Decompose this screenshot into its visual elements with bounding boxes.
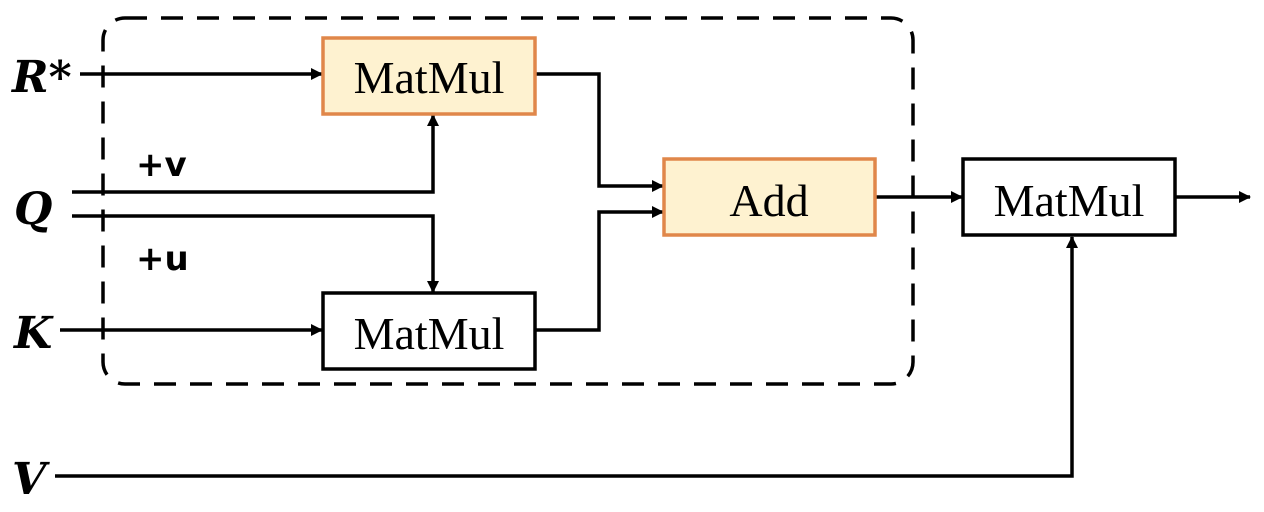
arrow-matmul-k-to-add <box>535 206 664 332</box>
input-label-q: Q <box>14 184 52 235</box>
matmul-k-label: MatMul <box>354 308 505 359</box>
arrow-q-plus-v-to-matmul <box>72 114 439 194</box>
matmul-r-node: MatMul <box>321 36 537 116</box>
matmul-r-box <box>321 36 537 116</box>
bias-label-plus-u: +u <box>136 239 189 279</box>
input-label-v: V <box>12 454 50 505</box>
matmul-out-node: MatMul <box>961 157 1177 237</box>
matmul-out-box <box>961 157 1177 237</box>
matmul-out-label: MatMul <box>994 175 1145 226</box>
add-node: Add <box>662 157 877 237</box>
bias-label-plus-v: +v <box>136 145 187 185</box>
matmul-k-box <box>321 291 537 371</box>
arrow-matmul-r-to-add <box>535 72 664 192</box>
arrow-v-to-matmul-out <box>55 236 1078 478</box>
input-label-k: K <box>12 308 54 359</box>
input-label-r-star: R* <box>10 52 72 103</box>
add-box <box>662 157 877 237</box>
matmul-r-label: MatMul <box>354 52 505 103</box>
arrow-q-plus-u-to-matmul <box>72 214 439 293</box>
add-label: Add <box>729 175 808 226</box>
matmul-k-node: MatMul <box>321 291 537 371</box>
